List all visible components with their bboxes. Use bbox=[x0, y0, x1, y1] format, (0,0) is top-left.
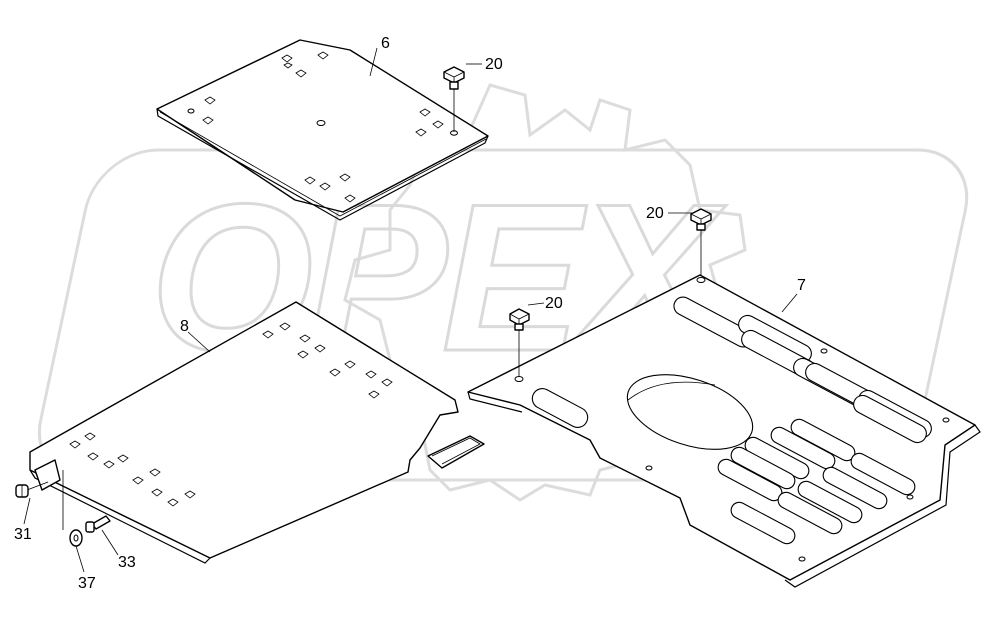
part-7-opening-lip bbox=[627, 381, 716, 401]
part-6-thickness bbox=[156, 108, 489, 221]
part-8-thickness bbox=[29, 469, 211, 564]
part-7-thickness bbox=[784, 424, 981, 588]
part-6-plate bbox=[156, 39, 489, 221]
bolt-20-right bbox=[690, 208, 712, 276]
part-6-hole bbox=[187, 108, 195, 114]
callout-31: 31 bbox=[14, 526, 32, 543]
part-8-plate bbox=[29, 301, 485, 564]
part-8-bracket bbox=[34, 459, 61, 491]
bolt-20-left bbox=[509, 308, 530, 376]
part-7-holes bbox=[514, 277, 950, 562]
part-7-slots bbox=[531, 296, 932, 545]
callout-8: 8 bbox=[180, 318, 189, 335]
nut-31 bbox=[15, 481, 49, 498]
leader-lines bbox=[23, 47, 798, 573]
callout-labels: 6 7 8 20 20 20 31 33 37 bbox=[14, 35, 806, 592]
callout-6: 6 bbox=[381, 35, 390, 52]
part-7-plate bbox=[467, 274, 981, 588]
part-7-thickness bbox=[467, 391, 523, 413]
callout-7: 7 bbox=[797, 277, 806, 294]
callout-20-right: 20 bbox=[646, 205, 664, 222]
part-8-top-face bbox=[29, 301, 459, 559]
watermark-frame bbox=[37, 148, 969, 482]
part-8-handle bbox=[427, 435, 485, 469]
part-6-hole bbox=[316, 120, 326, 126]
callout-20-top: 20 bbox=[485, 56, 503, 73]
screw-33 bbox=[85, 515, 111, 533]
bolt-20-top bbox=[443, 66, 465, 132]
part-7-large-opening bbox=[626, 374, 754, 450]
callout-33: 33 bbox=[118, 554, 136, 571]
callout-20-left: 20 bbox=[545, 295, 563, 312]
part-6-clip-holes bbox=[202, 51, 444, 203]
callout-37: 37 bbox=[78, 575, 96, 592]
part-6-inner-edge bbox=[159, 111, 487, 217]
part-8-clip-holes bbox=[69, 322, 393, 507]
